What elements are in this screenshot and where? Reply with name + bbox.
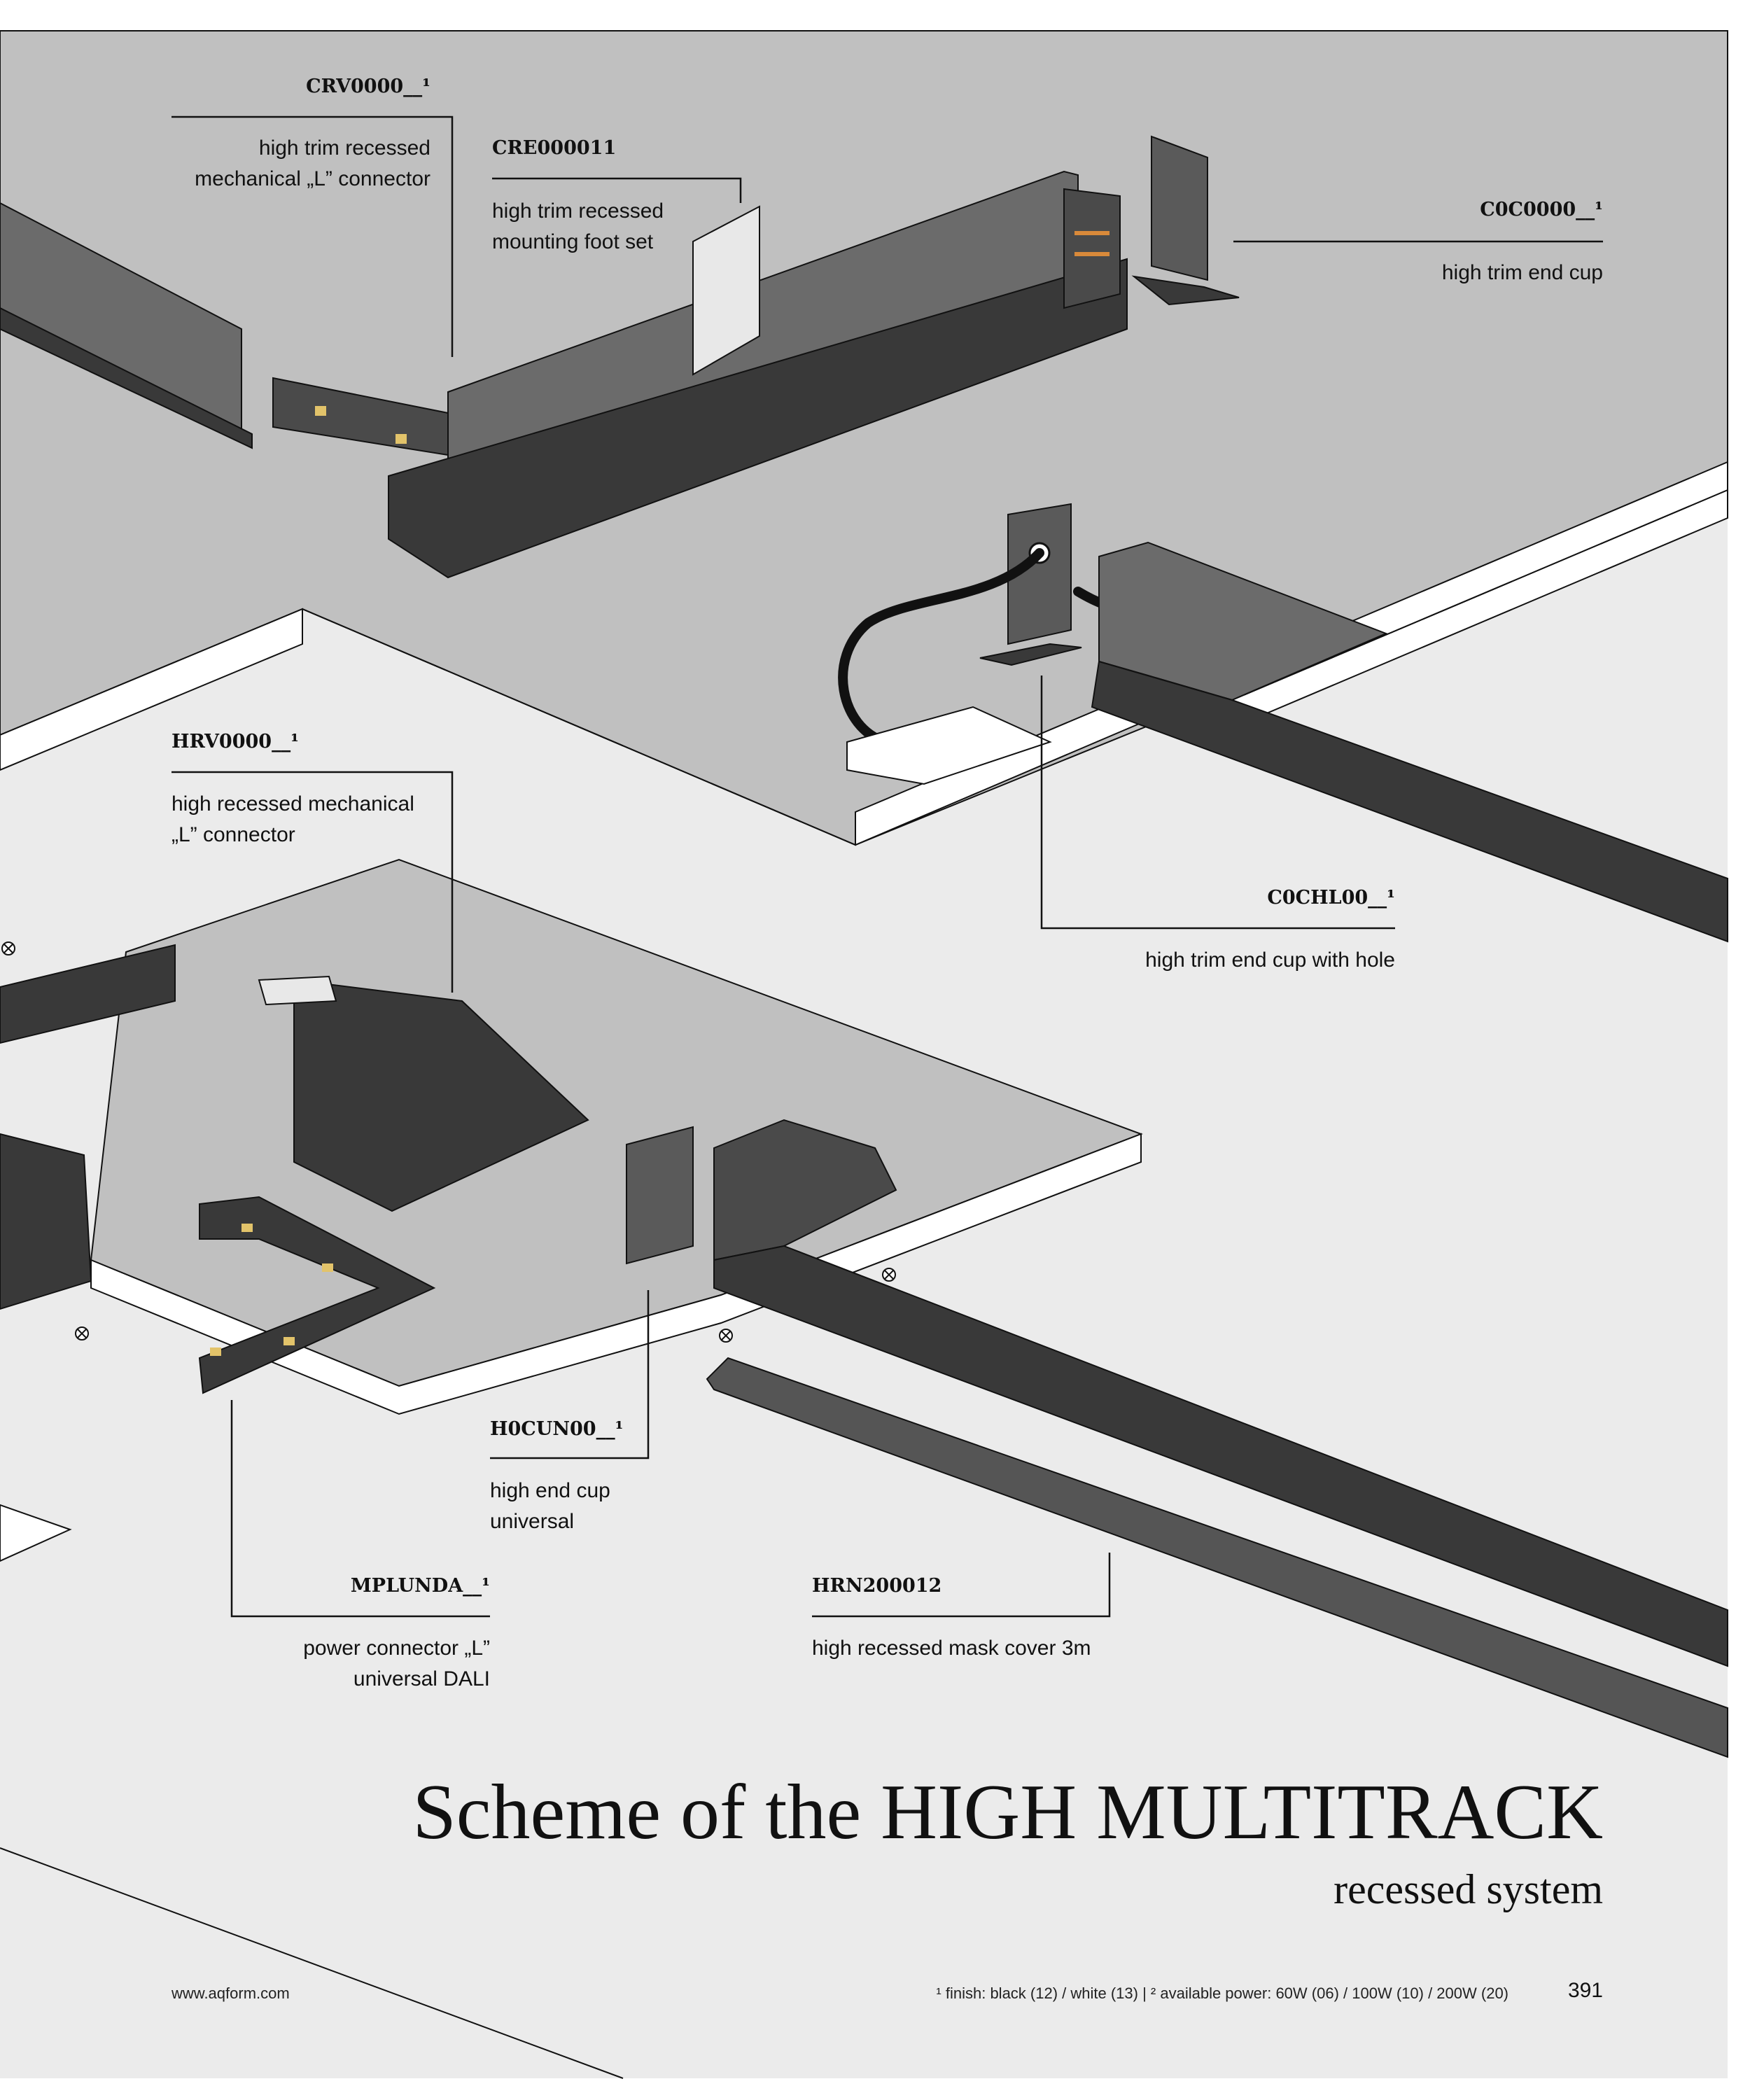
ceiling-trim-edge (0, 608, 303, 771)
led-contact (322, 1264, 333, 1272)
page-subtitle: recessed system (1334, 1866, 1603, 1912)
leader-line-c0chl (1040, 676, 1395, 930)
power-cable (838, 548, 1044, 747)
led-contact (396, 434, 407, 444)
component-code-h0cun: H0CUN00__¹ (490, 1418, 624, 1440)
component-code-cre: CRE000011 (492, 137, 617, 159)
track-lower-right (713, 1245, 1728, 1667)
led-contact (210, 1348, 221, 1356)
track-top-main-base (388, 258, 1128, 579)
component-code-hrv: HRV0000__¹ (172, 731, 299, 752)
leader-line-hrn (812, 1553, 1111, 1618)
page-number: 391 (1567, 1979, 1603, 2002)
website-link[interactable]: www.aqform.com (172, 1984, 290, 2002)
component-desc-hrn: high recessed mask cover 3m (812, 1637, 1091, 1660)
page-title: Scheme of the HIGH MULTITRACK (412, 1769, 1603, 1856)
mounting-foot-plate (692, 205, 760, 376)
component-code-c0c: C0C0000__¹ (1480, 199, 1603, 220)
component-desc-c0c: high trim end cup (1441, 261, 1603, 284)
component-code-mplunda: MPLUNDA__¹ (350, 1575, 490, 1597)
high-end-cup (626, 1126, 694, 1265)
contact-orange (1074, 231, 1110, 235)
screw-icon (75, 1326, 89, 1340)
track-profile-end (1063, 188, 1121, 309)
footnote: ¹ finish: black (12) / white (13) | ² av… (936, 1984, 1508, 2002)
left-track-middle (0, 944, 176, 1044)
screw-icon (1, 941, 15, 955)
component-code-crv: CRV0000__¹ (306, 76, 430, 97)
led-contact (284, 1337, 295, 1345)
component-desc-hrv: high recessed mechanical „L” connector (172, 792, 414, 846)
cable-box (846, 706, 1052, 785)
led-contact (241, 1224, 253, 1232)
leader-line-crv (172, 115, 454, 357)
perspective-guide-line (0, 1847, 624, 2079)
led-contact (315, 406, 326, 416)
lower-left-slab (0, 1504, 72, 1562)
power-connector-l (198, 1196, 436, 1394)
screw-icon (719, 1329, 733, 1343)
leader-line-h0cun (490, 1290, 650, 1460)
component-code-c0chl: C0CHL00__¹ (1267, 887, 1395, 909)
component-desc-h0cun: high end cup universal (490, 1479, 610, 1533)
opening-trim-edge (90, 1133, 1142, 1415)
end-cap-with-hole-plate (1007, 503, 1072, 645)
leader-line-cre (492, 177, 742, 203)
component-desc-mplunda: power connector „L” universal DALI (303, 1637, 490, 1690)
mask-cover (706, 1357, 1728, 1758)
leader-line-hrv (172, 771, 454, 993)
component-code-hrn: HRN200012 (812, 1575, 942, 1597)
hrv-connector-body (293, 979, 589, 1212)
component-desc-crv: high trim recessed mechanical „L” connec… (195, 136, 430, 190)
component-desc-cre: high trim recessed mounting foot set (492, 200, 664, 253)
track-upper-left-base (0, 307, 253, 449)
end-cap-foot (1131, 275, 1240, 306)
end-cap-with-hole-foot (979, 643, 1082, 666)
component-desc-c0chl: high trim end cup with hole (1145, 948, 1395, 972)
track-left-lower (0, 1133, 92, 1310)
end-cap-plate (1151, 135, 1208, 281)
contact-orange (1074, 252, 1110, 256)
screw-icon (882, 1268, 896, 1282)
leader-line-mplunda (230, 1400, 490, 1618)
hrv-connector-top (258, 975, 337, 1006)
track-right-long (1091, 660, 1728, 943)
